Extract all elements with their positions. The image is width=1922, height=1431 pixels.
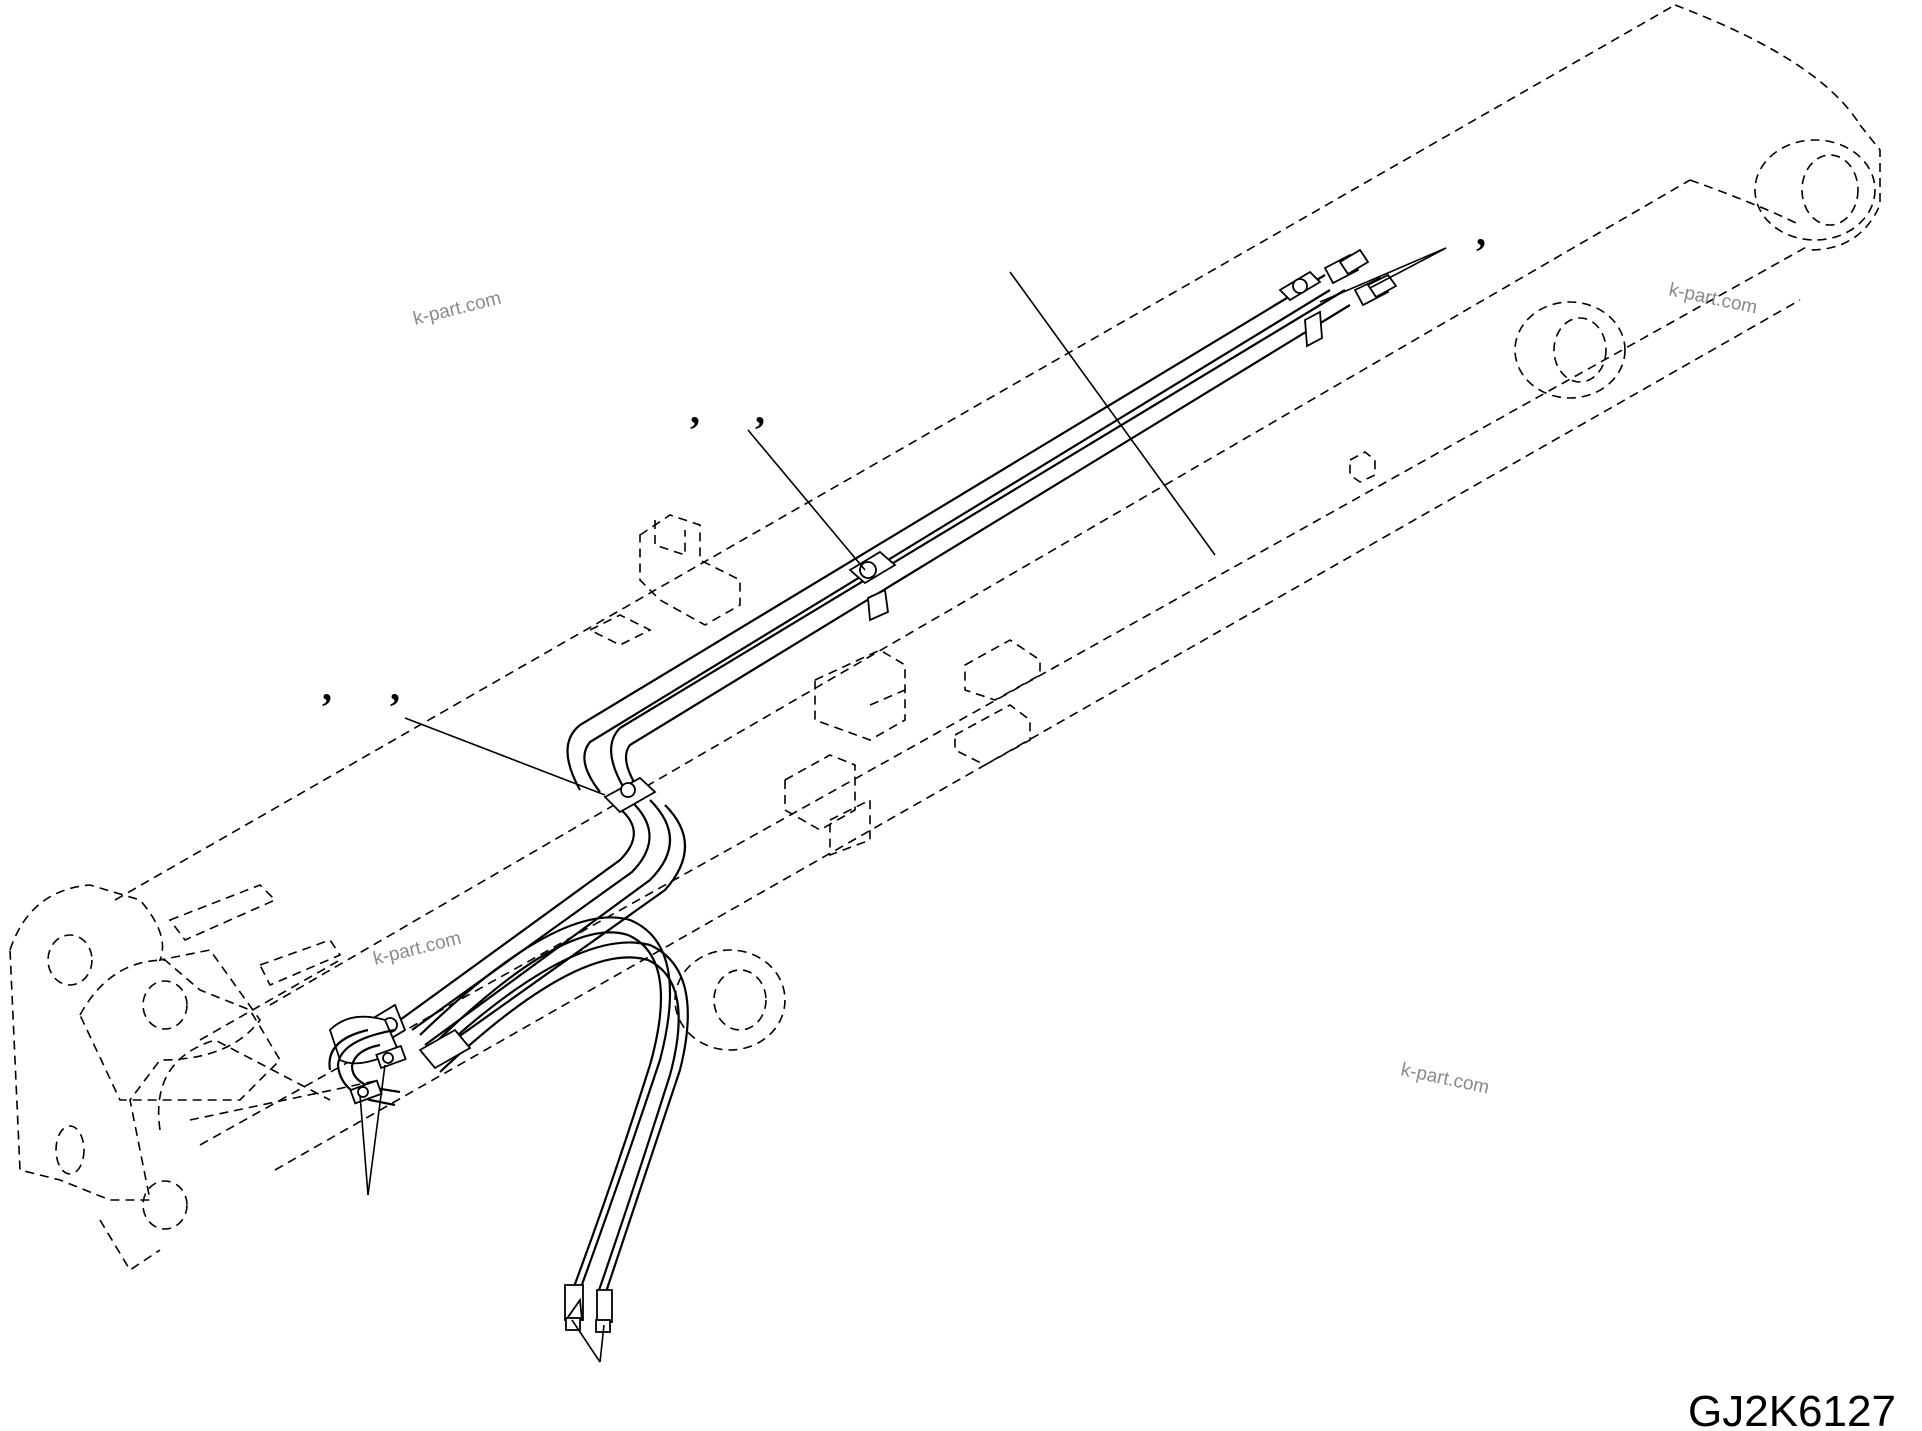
watermark: k-part.com [1399,1059,1491,1098]
callout-mark: , [322,664,332,709]
tube-end-fittings [1323,248,1398,307]
callout-marks: , , , , , [322,209,1486,709]
boom-phantom-outline [9,4,1881,1272]
leader-lines [359,247,1447,1363]
tube-clamps [368,270,1323,1047]
near-end-fittings [328,1028,407,1107]
drawing-code: GJ2K6127 [1688,1387,1896,1431]
mounting-blocks [588,451,1376,857]
hydraulic-tubes [399,274,1351,1051]
watermark: k-part.com [1667,279,1759,318]
callout-mark: , [755,387,765,432]
callout-mark: , [1476,209,1486,254]
callout-mark: , [690,387,700,432]
watermark: k-part.com [411,288,503,330]
watermarks: k-part.com k-part.com k-part.com k-part.… [371,279,1759,1098]
watermark: k-part.com [371,928,463,970]
flexible-hoses [328,916,689,1333]
callout-mark: , [390,664,400,709]
